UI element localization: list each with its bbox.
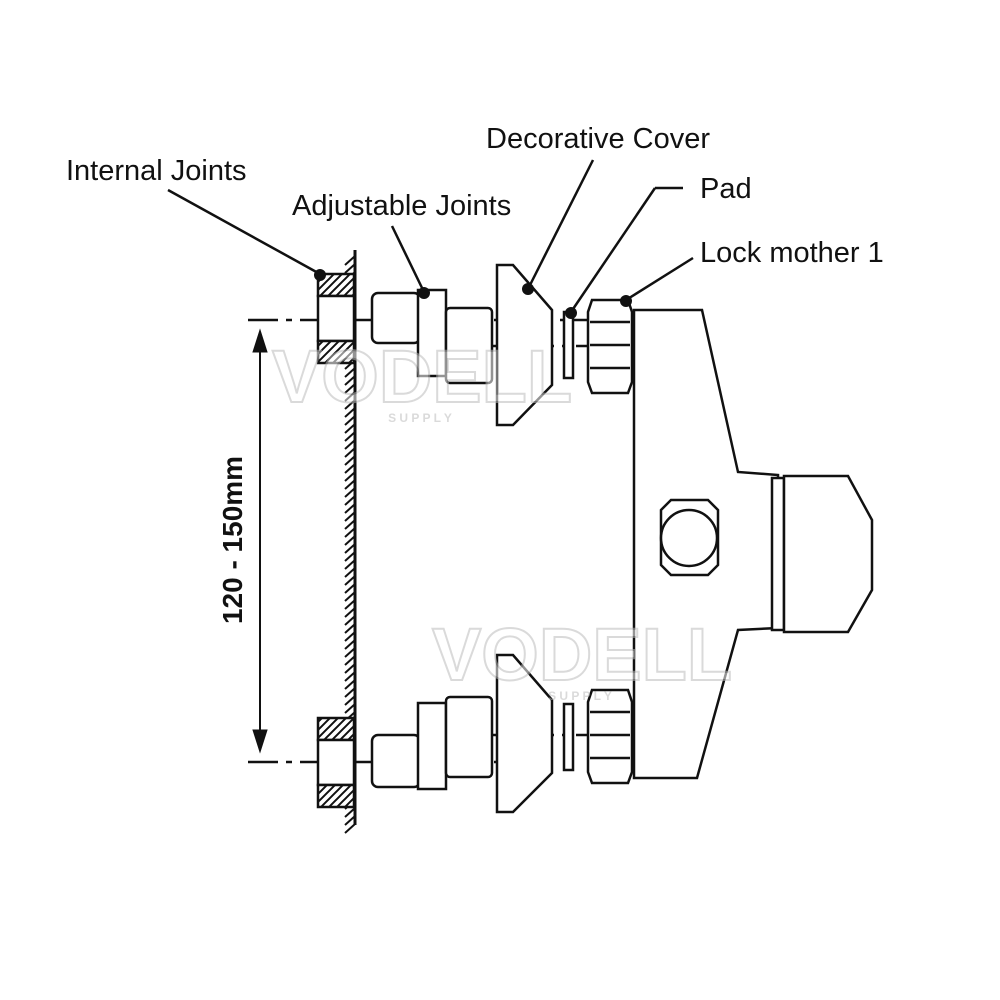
handle-knob	[782, 474, 874, 634]
lock-nut-bottom	[586, 688, 634, 785]
label-decorative-cover: Decorative Cover	[486, 123, 710, 155]
leader-dots	[314, 269, 632, 319]
label-adjustable-joints: Adjustable Joints	[292, 190, 511, 222]
watermark-sub: S U P P L Y	[548, 689, 612, 703]
leader-lines	[167, 159, 694, 313]
watermark-bottom: VODELL S U P P L Y	[431, 612, 733, 703]
pad-bottom	[562, 702, 575, 772]
adjustable-joint-top	[370, 288, 494, 385]
watermark-top: VODELL S U P P L Y	[271, 334, 573, 425]
watermark-brand: VODELL	[272, 335, 572, 418]
decorative-cover-bottom	[495, 653, 554, 814]
faucet-body	[632, 308, 874, 780]
handle-collar	[770, 476, 786, 632]
watermark-sub: S U P P L Y	[388, 411, 452, 425]
internal-joint-bottom	[316, 716, 356, 809]
label-lock-mother: Lock mother 1	[700, 237, 884, 269]
adjustable-joint-bottom	[370, 695, 494, 791]
dimension-arrow	[252, 328, 268, 754]
outlet-ring	[659, 508, 719, 568]
internal-joint-top	[316, 272, 356, 365]
watermark-brand: VODELL	[432, 613, 732, 696]
lock-nut-top	[586, 298, 634, 395]
label-pad: Pad	[700, 173, 752, 205]
decorative-cover-top	[495, 263, 554, 427]
label-internal-joints: Internal Joints	[66, 155, 247, 187]
dimension-label: 120 - 150mm	[217, 456, 248, 624]
